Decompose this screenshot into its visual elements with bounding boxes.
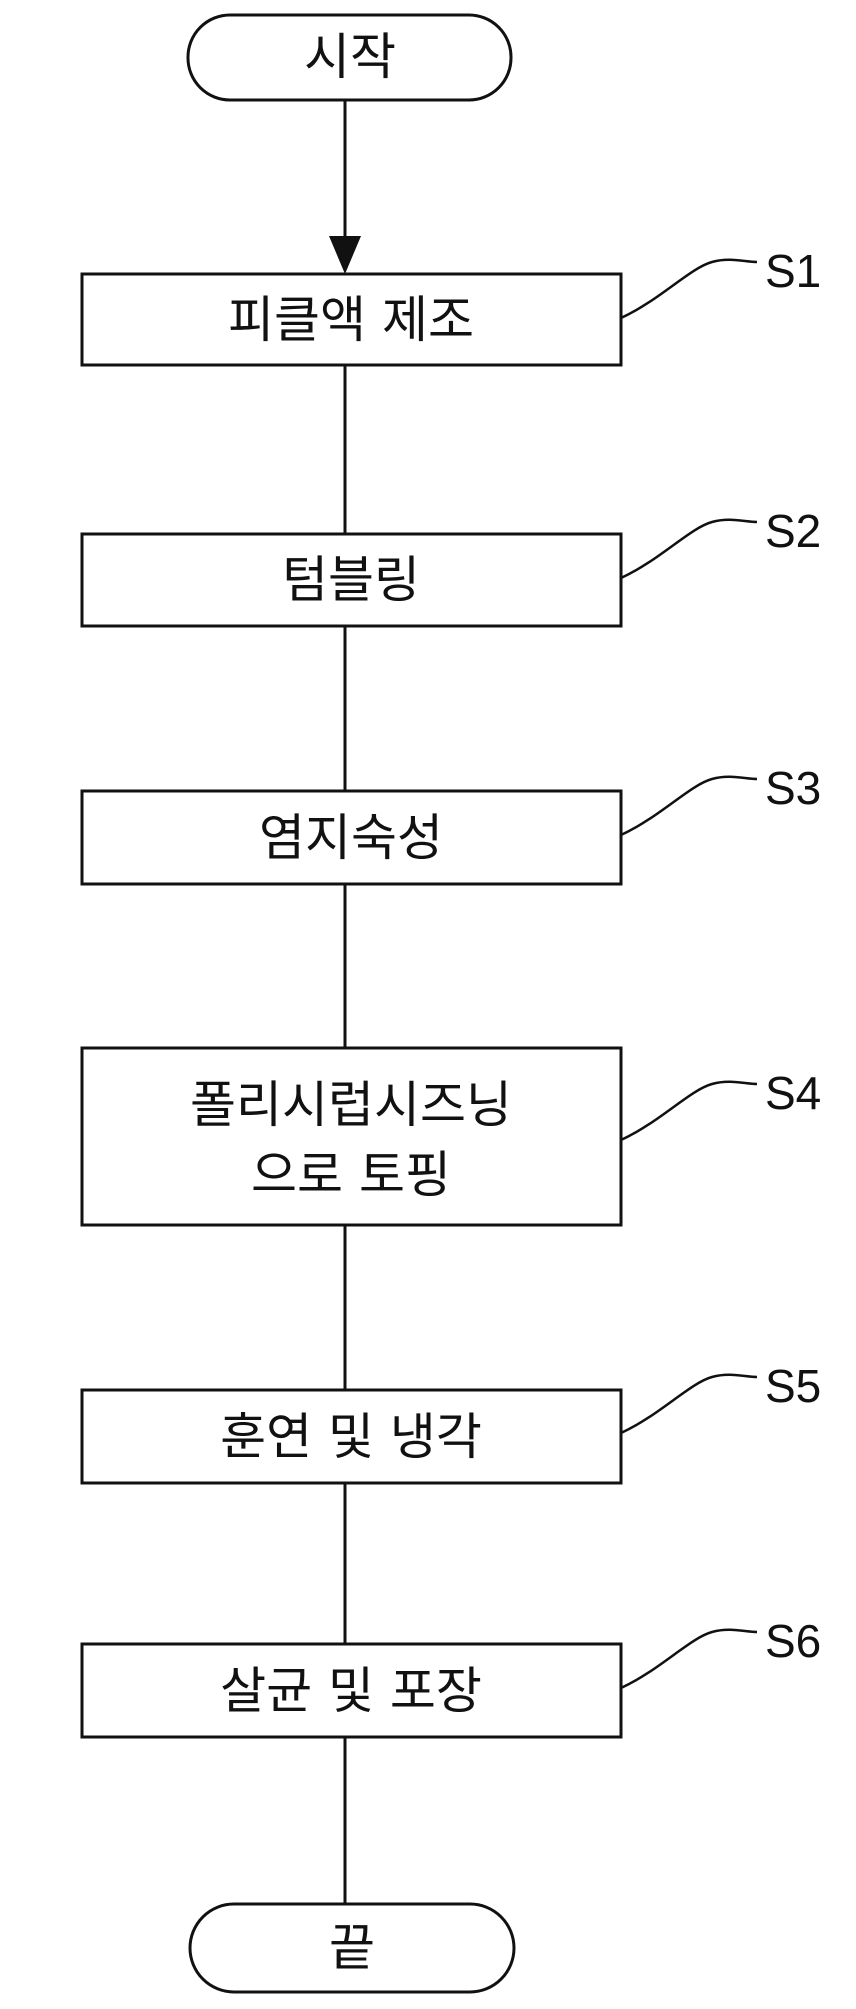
process-box-s6 [80,1642,623,1739]
process-box-s2 [80,532,623,628]
step-label-s5: S5 [765,1360,821,1412]
leader-line-s4 [620,1080,758,1142]
process-box-s4 [80,1046,623,1227]
process-box-s1 [80,272,623,367]
leader-line-s1 [620,258,758,320]
leader-line-s2 [620,518,758,580]
process-text-s2: 텀블링 [282,551,420,609]
leader-line-s5 [620,1373,758,1435]
end-terminal [188,1902,516,1994]
process-text-s4-line2: 으로 토핑 [251,1146,451,1204]
step-label-s6: S6 [765,1615,821,1667]
start-terminal [186,13,513,102]
step-label-s3: S3 [765,762,821,814]
leader-line-s3 [620,775,758,837]
process-text-s6: 살균 및 포장 [220,1662,482,1720]
step-label-s2: S2 [765,505,821,557]
process-box-s5 [80,1388,623,1485]
arrowhead [329,236,361,274]
leader-line-s6 [620,1628,758,1690]
step-label-s1: S1 [765,245,821,297]
process-box-s3 [80,789,623,886]
step-label-s4: S4 [765,1067,821,1119]
start-label: 시작 [304,28,396,86]
process-text-s4-line1: 폴리시럽시즈닝 [190,1076,512,1134]
end-label: 끝 [329,1919,375,1977]
process-text-s1: 피클액 제조 [228,291,474,349]
process-text-s3: 염지숙성 [259,809,443,867]
process-text-s5: 훈연 및 냉각 [220,1408,482,1466]
